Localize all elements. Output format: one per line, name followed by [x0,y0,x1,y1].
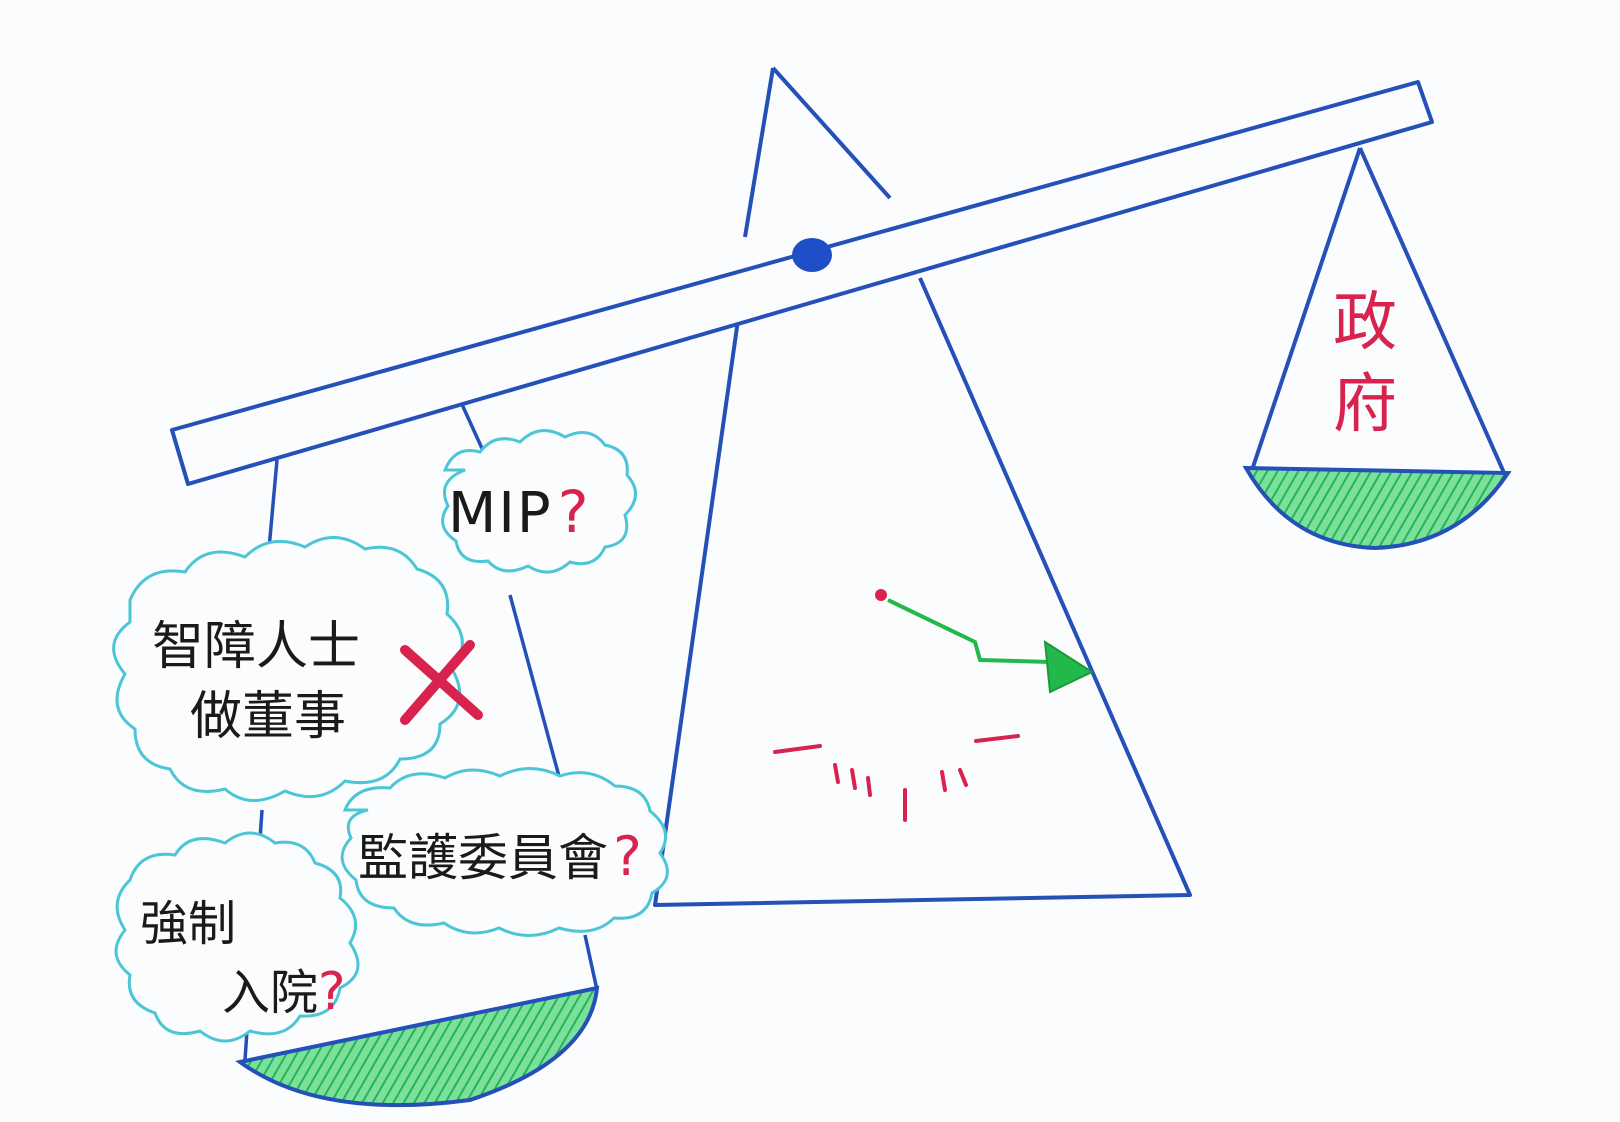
cloud-admission-text: 強制 入院? [140,890,346,1027]
right-pan-label-line1: 政 [1333,286,1397,360]
cloud-admission [114,831,360,1043]
cloud-director [112,536,464,802]
right-pan-label-line2: 府 [1333,368,1397,442]
left-rope-3 [458,399,487,456]
committee-label: 監護委員會 [358,829,608,887]
cloud-director-text: 智障人士 做董事 [152,612,360,752]
right-pan-strings [1250,147,1507,476]
needle-arrow-icon [875,589,1095,694]
mip-label: MIP [448,481,553,546]
right-pan-label: 政 府 [1320,282,1410,446]
mip-question-mark: ? [557,478,589,546]
admission-line2-wrap: 入院? [140,958,346,1027]
cross-mark-icon [400,640,483,725]
right-pan-bowl [1242,465,1512,551]
left-pan-bowl [235,985,600,1108]
admission-question-mark: ? [318,962,346,1022]
scale-beam [170,80,1434,486]
admission-line2: 入院 [222,965,319,1021]
pivot-dot-icon [792,238,832,272]
director-line2: 做董事 [190,687,347,747]
admission-line1: 強制 [140,896,237,952]
fulcrum-triangle [653,66,1192,907]
cloud-committee [340,767,669,937]
gauge-ticks-icon [773,734,1020,822]
director-line1: 智障人士 [152,617,361,677]
committee-question-mark: ? [613,825,642,888]
left-rope-4 [508,594,562,781]
cloud-committee-text: 監護委員會 ? [358,818,642,890]
cloud-mip [441,429,637,574]
left-rope-5 [583,934,599,991]
cloud-mip-text: MIP ? [448,478,589,546]
